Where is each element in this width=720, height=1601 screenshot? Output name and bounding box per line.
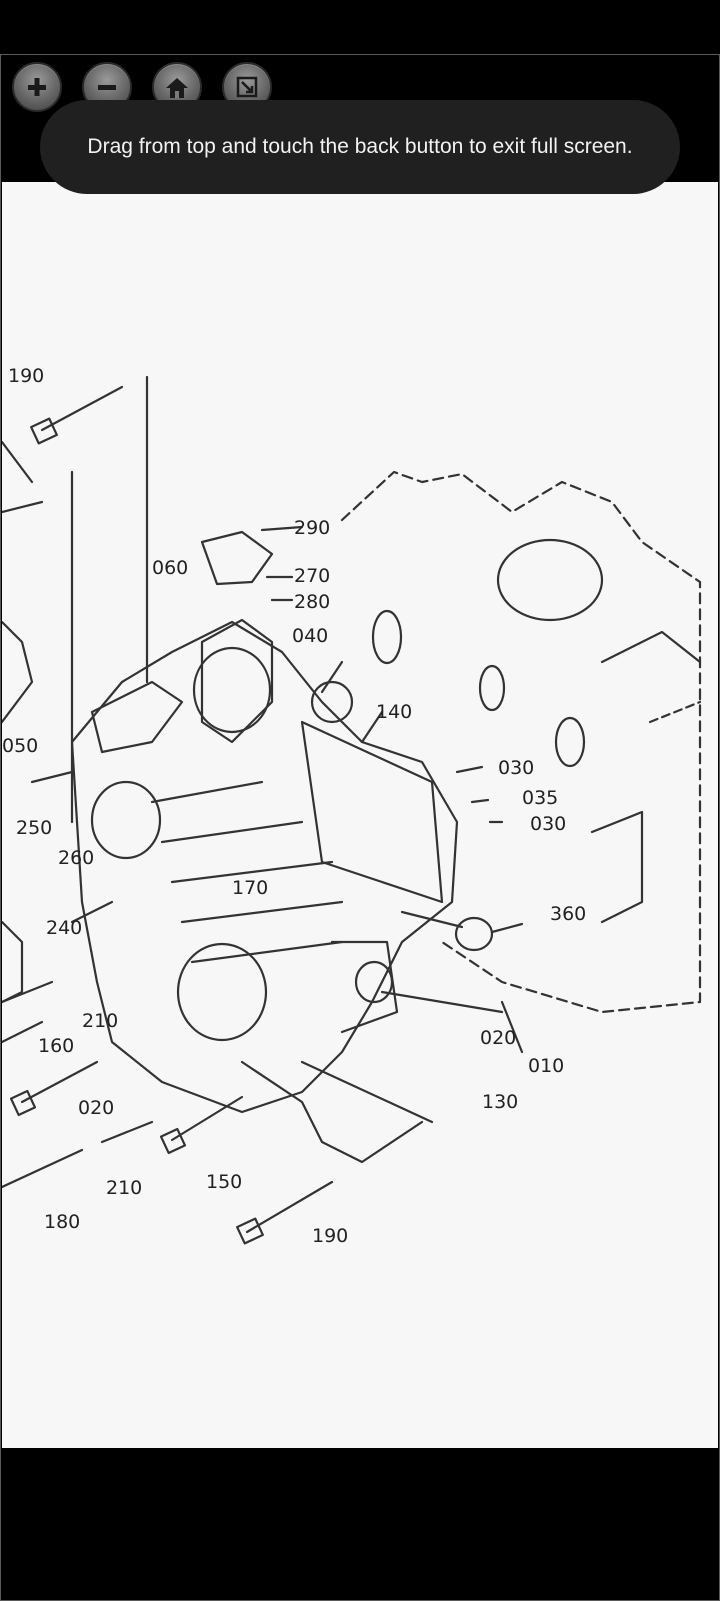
part-label: 140 (376, 701, 412, 723)
zoom-in-icon (28, 78, 46, 96)
part-label: 190 (312, 1225, 348, 1247)
part-label: 060 (152, 557, 188, 579)
part-label: 035 (522, 787, 558, 809)
part-label: 170 (232, 877, 268, 899)
part-label: 050 (2, 735, 38, 757)
part-labels: 190 060 290 270 280 040 140 050 030 035 … (2, 365, 586, 1247)
status-bar (0, 0, 720, 54)
part-label: 020 (78, 1097, 114, 1119)
fit-screen-icon (236, 76, 258, 98)
part-label: 210 (106, 1177, 142, 1199)
part-label: 250 (16, 817, 52, 839)
diagram-page[interactable]: 190 060 290 270 280 040 140 050 030 035 … (0, 182, 718, 1448)
part-label: 040 (292, 625, 328, 647)
toast-message: Drag from top and touch the back button … (87, 135, 633, 158)
viewer-toolbar (10, 62, 280, 112)
part-label: 260 (58, 847, 94, 869)
zoom-out-icon (98, 85, 116, 90)
part-label: 290 (294, 517, 330, 539)
part-label: 270 (294, 565, 330, 587)
engine-parts-diagram: 190 060 290 270 280 040 140 050 030 035 … (0, 365, 702, 1247)
part-label: 280 (294, 591, 330, 613)
part-label: 190 (8, 365, 44, 387)
part-label: 240 (46, 917, 82, 939)
part-label: 160 (38, 1035, 74, 1057)
part-label: 210 (82, 1010, 118, 1032)
part-label: 020 (480, 1027, 516, 1049)
part-label: 180 (44, 1211, 80, 1233)
part-label: 030 (498, 757, 534, 779)
fullscreen-toast: Drag from top and touch the back button … (40, 100, 680, 194)
part-label: 130 (482, 1091, 518, 1113)
part-label: 010 (528, 1055, 564, 1077)
part-label: 150 (206, 1171, 242, 1193)
part-label: 030 (530, 813, 566, 835)
part-label: 360 (550, 903, 586, 925)
home-icon (166, 78, 188, 98)
zoom-in-button[interactable] (12, 62, 62, 112)
